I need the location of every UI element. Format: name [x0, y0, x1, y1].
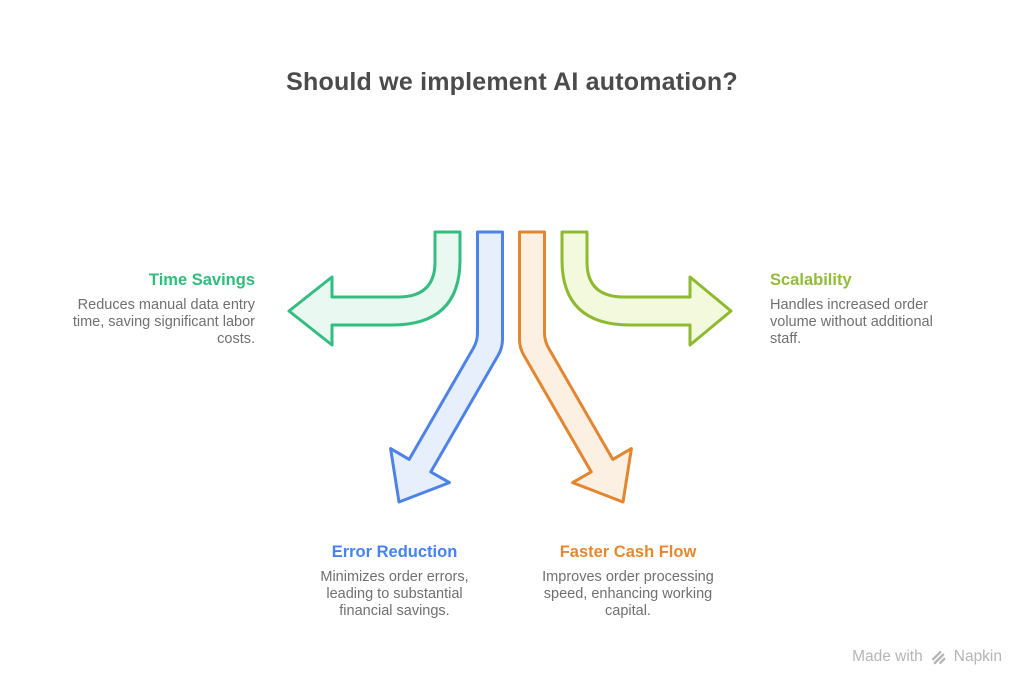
- napkin-logo-icon: [930, 649, 947, 666]
- benefit-description: Handles increased order volume without a…: [770, 296, 933, 348]
- time-savings-arrow: [287, 230, 462, 347]
- benefit-error-reduction: Error Reduction Minimizes order errors, …: [307, 543, 482, 620]
- benefit-label: Time Savings: [148, 271, 255, 289]
- benefit-label: Error Reduction: [331, 543, 458, 561]
- napkin-watermark[interactable]: Made with Napkin: [852, 648, 1002, 666]
- made-with-text: Made with: [852, 648, 923, 665]
- benefit-label: Scalability: [770, 271, 852, 289]
- benefit-description: Improves order processing speed, enhanci…: [542, 568, 714, 620]
- brand-text: Napkin: [953, 648, 1002, 665]
- benefit-faster-cash-flow: Faster Cash Flow Improves order processi…: [533, 543, 723, 620]
- benefit-label: Faster Cash Flow: [559, 543, 697, 561]
- page-title: Should we implement AI automation?: [286, 68, 738, 96]
- benefit-time-savings: Time Savings Reduces manual data entry t…: [55, 271, 255, 348]
- error-reduction-arrow: [389, 230, 504, 504]
- benefit-description: Reduces manual data entry time, saving s…: [72, 296, 255, 348]
- scalability-arrow: [560, 230, 733, 347]
- benefit-description: Minimizes order errors, leading to subst…: [320, 568, 469, 620]
- benefit-scalability: Scalability Handles increased order volu…: [770, 271, 955, 348]
- faster-cash-flow-arrow: [518, 230, 633, 504]
